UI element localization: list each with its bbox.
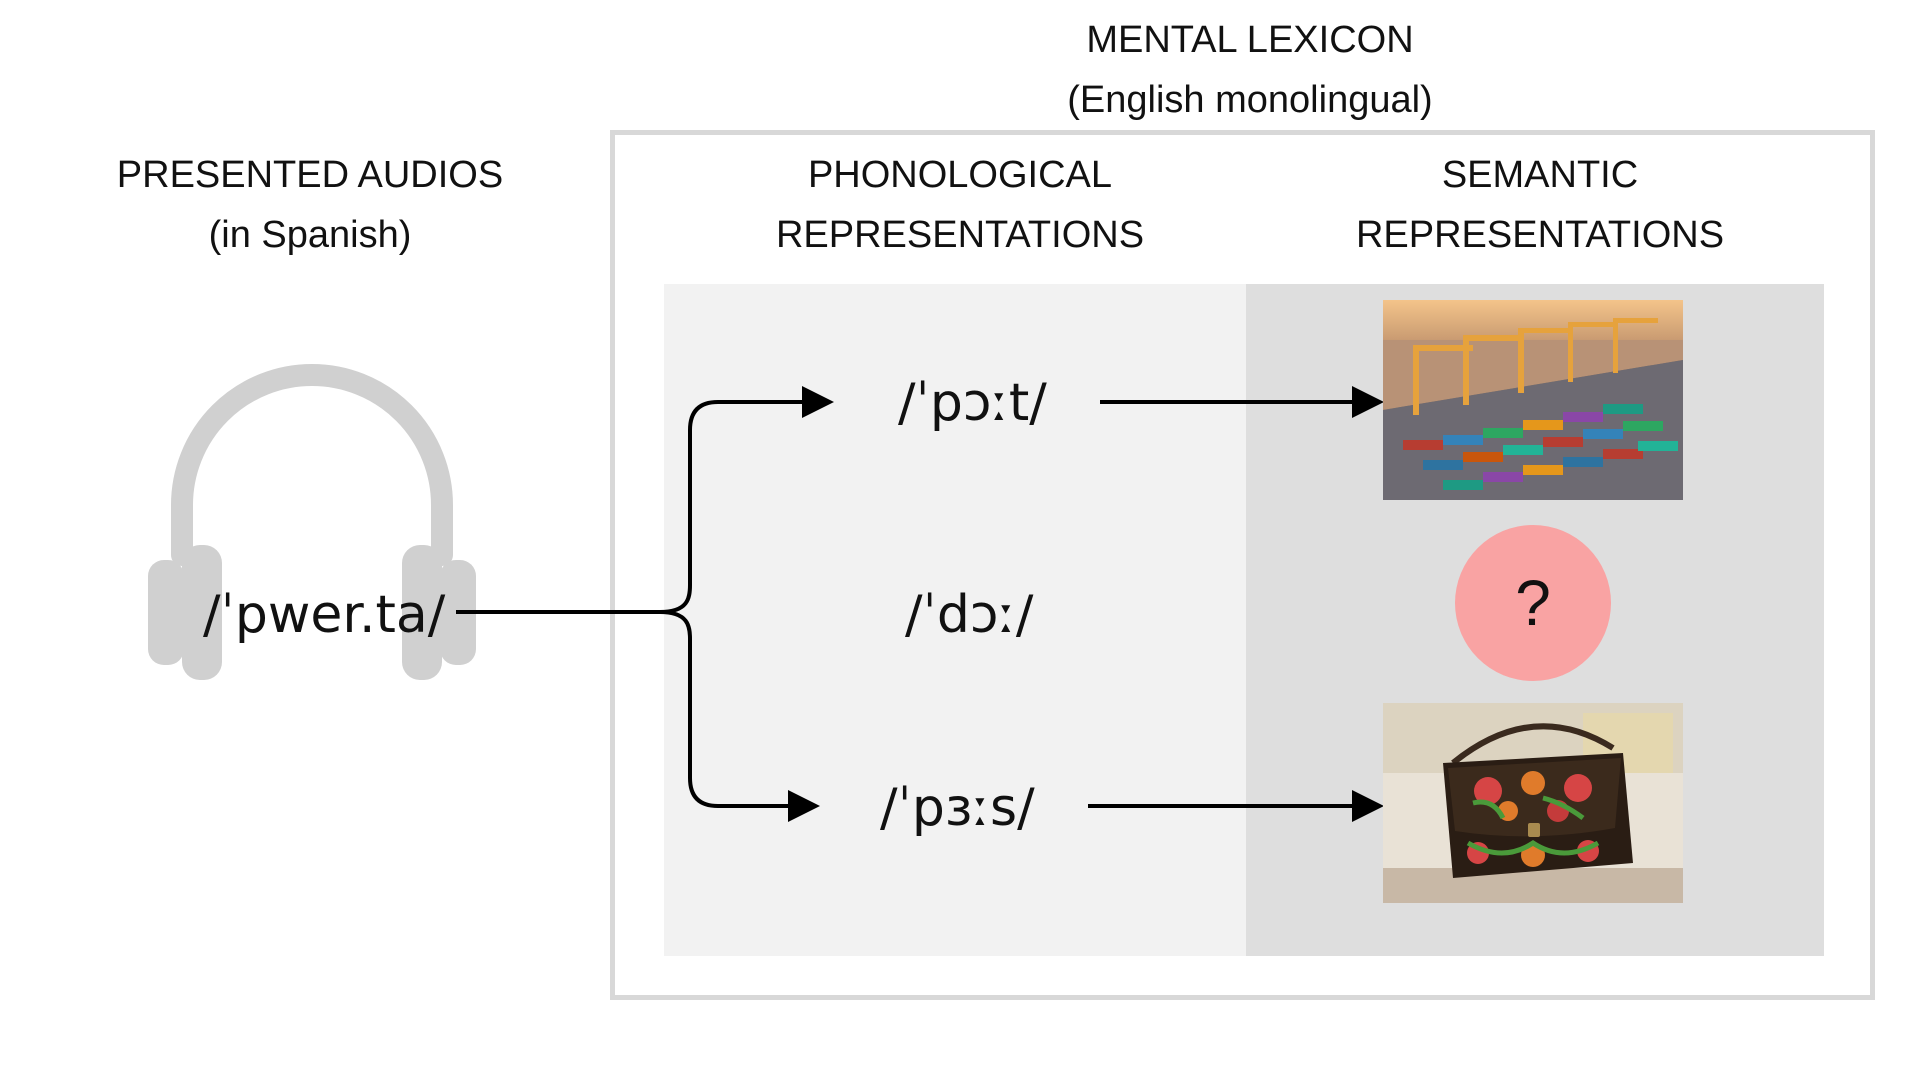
mental-lexicon-title-line2: (English monolingual) [1067,79,1433,121]
brace-connector [659,386,834,614]
phonological-title-line2: REPRESENTATIONS [775,214,1145,256]
phonological-panel [664,284,1246,956]
handbag-image [1383,703,1683,903]
phonological-title-line1: PHONOLOGICAL [807,154,1113,196]
unknown-meaning-circle: ? [1455,525,1611,681]
presented-audios-title-line1: PRESENTED AUDIOS [116,154,504,196]
semantic-title-line1: SEMANTIC [1441,154,1639,196]
brace-lower-arrow [659,610,820,822]
question-mark: ? [1515,567,1551,639]
branch-arrows [456,386,1384,822]
headphones-icon [148,364,476,680]
presented-audios-title: PRESENTED AUDIOS (in Spanish) [60,145,560,265]
phonological-item-purse: /ˈpɜːs/ [880,778,1035,838]
audio-stimulus-label: /ˈpwer.ta/ [203,585,446,645]
mental-lexicon-title-line1: MENTAL LEXICON [1086,19,1414,61]
phonological-item-door: /ˈdɔː/ [905,585,1034,645]
phonological-item-port: /ˈpɔːt/ [898,373,1047,433]
semantic-title-line2: REPRESENTATIONS [1355,214,1725,256]
mental-lexicon-box [610,130,1875,1000]
semantic-title: SEMANTIC REPRESENTATIONS [1300,145,1780,265]
container-port-image [1383,300,1683,500]
presented-audios-title-line2: (in Spanish) [208,214,412,256]
mental-lexicon-title: MENTAL LEXICON (English monolingual) [930,10,1570,130]
phonological-title: PHONOLOGICAL REPRESENTATIONS [730,145,1190,265]
